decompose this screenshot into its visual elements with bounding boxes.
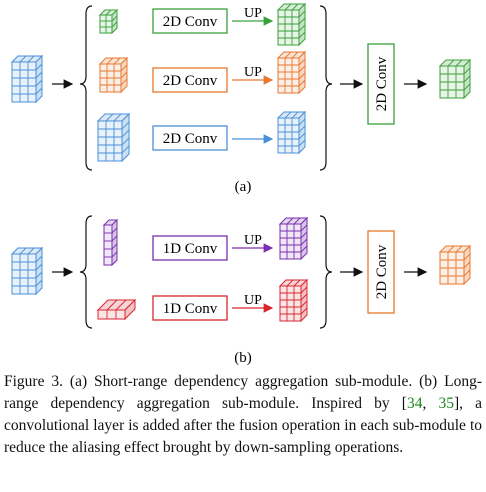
caption-text-2: , [422, 395, 439, 412]
panel-a-label: (a) [235, 179, 252, 195]
branch-a1-small-cube [98, 8, 119, 35]
conv-label-a3: 2D Conv [163, 131, 218, 147]
conv-box-a1 [152, 8, 228, 34]
conv-box-a2 [152, 67, 228, 93]
architecture-figure: 2D Conv UP 2D Conv UP 2D Conv 2D Conv (a… [10, 2, 472, 366]
up-label-b2: UP [244, 293, 262, 308]
branch-a3-large-cube [96, 112, 131, 163]
branch-b1-vertical-strip [102, 218, 119, 267]
branch-b1-upsampled-cube [278, 216, 309, 261]
branch-a2-medium-cube [98, 56, 129, 94]
output-cube-a [438, 58, 472, 100]
input-feature-cube-a [10, 54, 44, 104]
branch-b2-upsampled-cube [278, 278, 309, 323]
conv-box-a3 [152, 125, 228, 151]
fusion-conv-box-b [367, 230, 395, 314]
right-brace-a [319, 5, 333, 171]
up-label-a2: UP [244, 65, 262, 80]
branch-a3-output-cube [276, 110, 307, 155]
citation-link-35[interactable]: 35 [438, 395, 454, 412]
panel-a: 2D Conv UP 2D Conv UP 2D Conv 2D Conv (a… [10, 2, 472, 195]
panel-b-label: (b) [234, 350, 252, 366]
panel-b: 1D Conv UP 1D Conv UP 2D Conv (b) [10, 215, 472, 366]
conv-label-b1: 1D Conv [163, 241, 218, 257]
up-label-b1: UP [244, 233, 262, 248]
fusion-conv-label-a: 2D Conv [374, 56, 390, 111]
conv-box-b1 [152, 235, 228, 261]
up-label-a1: UP [244, 6, 262, 21]
fusion-conv-label-b: 2D Conv [374, 244, 390, 299]
figure-caption: Figure 3. (a) Short-range dependency agg… [4, 371, 482, 459]
caption-text-3: ], a convolutional layer is added after … [4, 395, 483, 456]
input-feature-cube-b [10, 246, 44, 296]
branch-b2-horizontal-strip [96, 298, 137, 321]
conv-label-a2: 2D Conv [163, 73, 218, 89]
branch-a2-upsampled-cube [276, 50, 307, 95]
conv-label-a1: 2D Conv [163, 14, 218, 30]
right-brace-b [319, 215, 333, 329]
conv-label-b2: 1D Conv [163, 301, 218, 317]
conv-box-b2 [152, 295, 228, 321]
caption-text-1: Figure 3. (a) Short-range dependency agg… [4, 373, 482, 412]
branch-a1-upsampled-cube [276, 2, 307, 47]
left-brace-b [79, 215, 93, 329]
left-brace-a [79, 5, 93, 171]
output-cube-b [438, 244, 472, 286]
fusion-conv-box-a [367, 43, 395, 125]
citation-link-34[interactable]: 34 [406, 395, 423, 412]
